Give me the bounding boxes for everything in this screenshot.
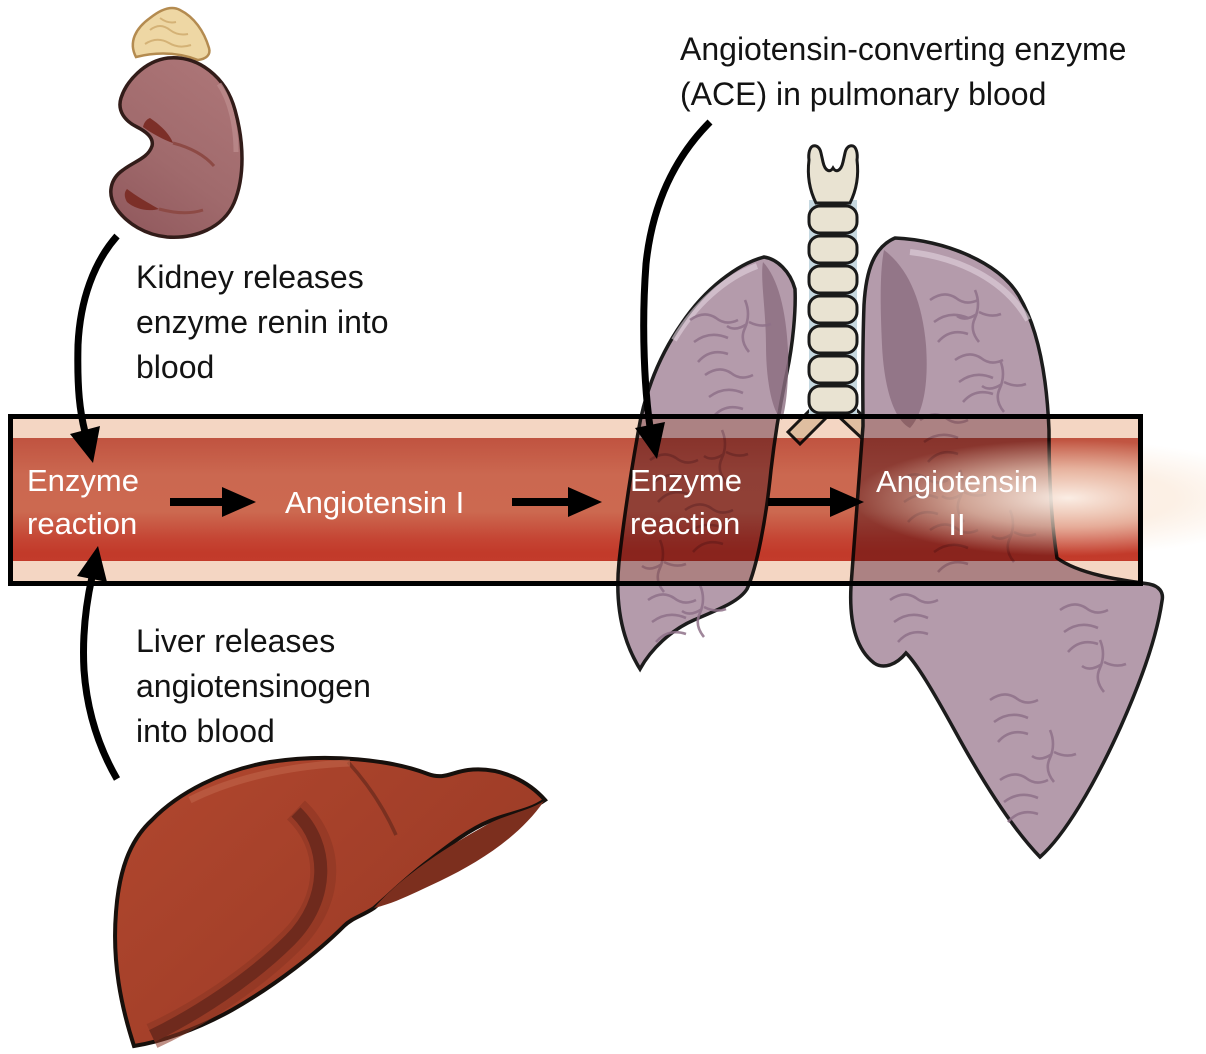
- reaction-arrow-3: [768, 487, 864, 517]
- kidney-hilum-notch: [124, 189, 159, 211]
- enzyme-reaction-2-line1: Enzyme: [630, 463, 742, 498]
- kidney-label-line2: enzyme renin into: [136, 304, 389, 340]
- text-labels: Angiotensin-converting enzyme (ACE) in p…: [136, 31, 1126, 749]
- trachea-rings: [807, 204, 859, 415]
- arrow-ace-to-vessel: [635, 119, 713, 459]
- reaction-arrow-2: [512, 487, 602, 517]
- right-lung-rim-highlight: [909, 249, 1031, 322]
- liver-crease: [346, 760, 398, 836]
- vessel-wall-top: [13, 419, 1139, 438]
- enzyme-reaction-2-line2: reaction: [630, 506, 740, 541]
- vessel-border: [8, 414, 1143, 586]
- vessel-highlight: [853, 440, 1206, 556]
- kidney-illustration: [109, 6, 244, 239]
- arrow-liver-to-vessel: [77, 546, 121, 781]
- liver-underside-shade: [374, 801, 544, 908]
- angiotensin-2-line1: Angiotensin: [876, 464, 1038, 499]
- ace-label-line1: Angiotensin-converting enzyme: [680, 31, 1126, 67]
- left-lung-hilum-shade: [762, 262, 789, 420]
- liver-fissure: [149, 807, 328, 1042]
- kidney-label-line3: blood: [136, 349, 214, 385]
- vessel-content: Enzyme reaction Angiotensin I Enzyme rea…: [27, 463, 1038, 542]
- kidney-crease: [158, 207, 204, 215]
- right-lung-hilum-shade: [880, 250, 927, 428]
- liver-highlight: [188, 759, 351, 804]
- adrenal-texture-lines: [144, 17, 192, 48]
- kidney-crease: [172, 141, 216, 168]
- kidney-label-line1: Kidney releases: [136, 259, 364, 295]
- ace-label-line2: (ACE) in pulmonary blood: [680, 76, 1046, 112]
- trachea-illustration: [806, 144, 860, 415]
- arrow-kidney-to-vessel: [70, 233, 120, 463]
- larynx-illustration: [806, 144, 860, 205]
- left-lung-rim-highlight: [671, 263, 759, 342]
- flow-arrows: [70, 119, 713, 781]
- liver-label-line3: into blood: [136, 713, 275, 749]
- adrenal-gland-illustration: [131, 6, 211, 62]
- angiotensin-1-label: Angiotensin I: [285, 485, 464, 520]
- kidney-body: [109, 56, 244, 239]
- liver-label-line1: Liver releases: [136, 623, 335, 659]
- liver-label-line2: angiotensinogen: [136, 668, 371, 704]
- enzyme-reaction-1-line1: Enzyme: [27, 463, 139, 498]
- enzyme-reaction-1-line2: reaction: [27, 506, 137, 541]
- liver-illustration: [113, 755, 548, 1049]
- kidney-highlight: [216, 82, 239, 153]
- angiotensin-2-line2: II: [948, 507, 965, 542]
- kidney-hilum-notch: [143, 118, 173, 143]
- vessel-wall-bottom: [13, 561, 1139, 581]
- reaction-arrow-1: [170, 487, 256, 517]
